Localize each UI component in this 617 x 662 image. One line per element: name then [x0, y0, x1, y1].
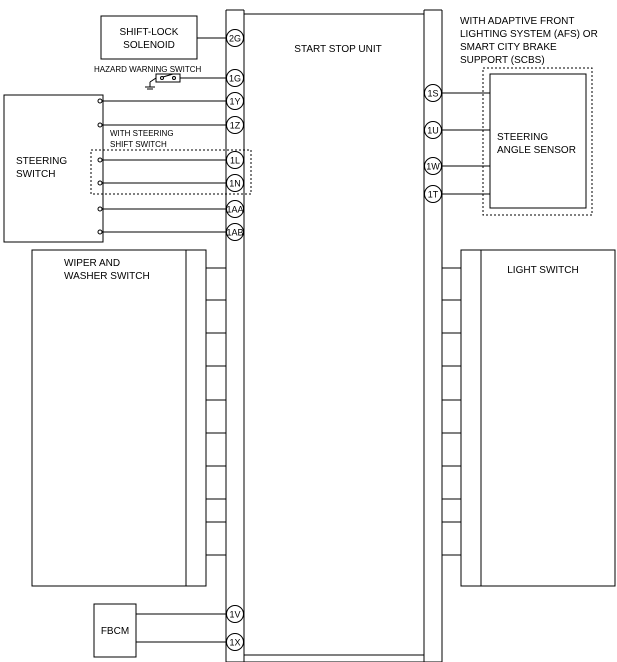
- pin-label: 1V: [229, 610, 240, 620]
- pin-label: 1T: [428, 190, 439, 200]
- connector-pin-1l: 1L: [226, 151, 244, 169]
- steering-switch-label-1: STEERING: [16, 156, 67, 167]
- pin-label: 1L: [230, 156, 240, 166]
- pin-label: 1AA: [226, 205, 243, 215]
- steering-switch: STEERING SWITCH: [3, 94, 226, 243]
- shift-lock-solenoid: SHIFT-LOCK SOLENOID: [100, 15, 226, 60]
- pin-label: 2G: [229, 34, 241, 44]
- steering-angle-sensor: STEERING ANGLE SENSOR: [442, 67, 593, 216]
- pin-label: 1Z: [230, 121, 241, 131]
- pin-label: 1N: [229, 179, 241, 189]
- steering-shift-label-1: WITH STEERING: [110, 129, 174, 138]
- wiper-washer-switch: WIPER AND WASHER SWITCH: [31, 249, 226, 587]
- shift-lock-label-2: SOLENOID: [123, 40, 175, 51]
- connector-pin-2g: 2G: [226, 29, 244, 47]
- pin-label: 1S: [427, 89, 438, 99]
- connector-pin-1g: 1G: [226, 69, 244, 87]
- start-stop-unit: START STOP UNIT: [225, 9, 443, 662]
- connector-pin-1u: 1U: [424, 121, 442, 139]
- hazard-warning-switch: HAZARD WARNING SWITCH: [94, 65, 226, 90]
- steering-switch-label-2: SWITCH: [16, 169, 55, 180]
- connector-pin-1x: 1X: [226, 633, 244, 651]
- fbcm-label: FBCM: [101, 626, 129, 637]
- steering-angle-label-1: STEERING: [497, 132, 548, 143]
- steering-shift-option: WITH STEERING SHIFT SWITCH: [90, 129, 252, 195]
- connector-pin-1z: 1Z: [226, 116, 244, 134]
- pin-label: 1W: [426, 162, 440, 172]
- pin-label: 1G: [229, 74, 241, 84]
- connector-pin-1y: 1Y: [226, 92, 244, 110]
- afs-scbs-note: WITH ADAPTIVE FRONT LIGHTING SYSTEM (AFS…: [460, 16, 598, 66]
- afs-note-line-1: WITH ADAPTIVE FRONT: [460, 16, 574, 27]
- hazard-label: HAZARD WARNING SWITCH: [94, 65, 201, 74]
- start-stop-unit-title: START STOP UNIT: [294, 44, 381, 55]
- connector-pin-1t: 1T: [424, 185, 442, 203]
- steering-angle-label-2: ANGLE SENSOR: [497, 145, 576, 156]
- connector-pin-1ab: 1AB: [226, 223, 244, 241]
- connector-pin-1w: 1W: [424, 157, 442, 175]
- pin-label: 1AB: [226, 228, 243, 238]
- pin-label: 1U: [427, 126, 439, 136]
- steering-shift-label-2: SHIFT SWITCH: [110, 140, 167, 149]
- afs-note-line-3: SMART CITY BRAKE: [460, 42, 557, 53]
- connector-pin-1s: 1S: [424, 84, 442, 102]
- shift-lock-label-1: SHIFT-LOCK: [120, 27, 179, 38]
- afs-note-line-4: SUPPORT (SCBS): [460, 55, 545, 66]
- fbcm: FBCM: [93, 603, 226, 658]
- wiper-label-1: WIPER AND: [64, 258, 120, 269]
- connector-pin-1n: 1N: [226, 174, 244, 192]
- light-switch: LIGHT SWITCH: [442, 249, 616, 587]
- light-switch-label: LIGHT SWITCH: [507, 265, 578, 276]
- wiper-label-2: WASHER SWITCH: [64, 271, 150, 282]
- pin-label: 1Y: [229, 97, 240, 107]
- afs-note-line-2: LIGHTING SYSTEM (AFS) OR: [460, 29, 598, 40]
- connector-pin-1v: 1V: [226, 605, 244, 623]
- connector-pin-1aa: 1AA: [226, 200, 244, 218]
- pin-label: 1X: [229, 638, 240, 648]
